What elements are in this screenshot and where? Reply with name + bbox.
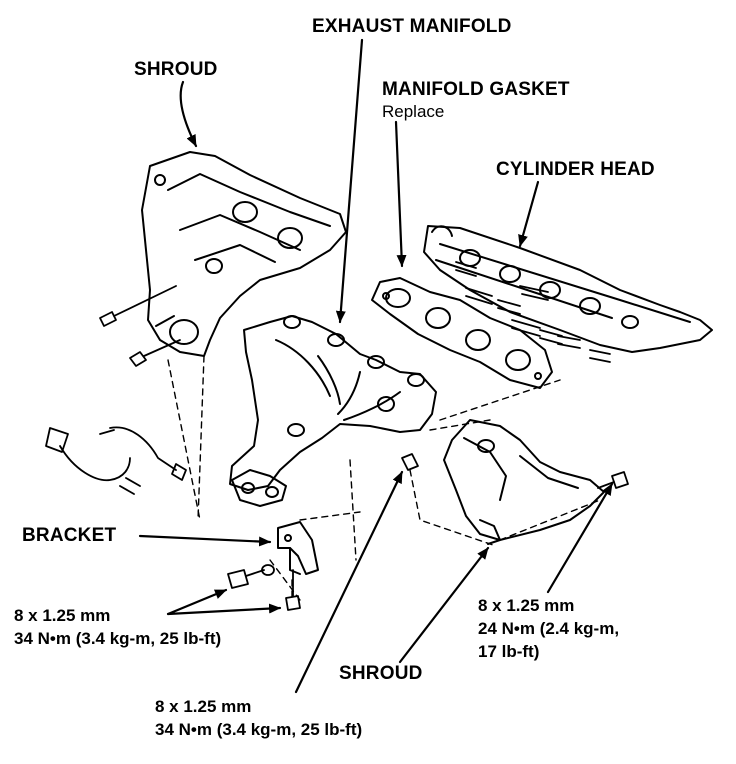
manifold-gasket-illustration	[371, 277, 553, 389]
upper-shroud-illustration	[141, 151, 347, 357]
label-shroud-bottom: SHROUD	[339, 663, 423, 684]
label-manifold-gasket: MANIFOLD GASKET	[382, 79, 570, 100]
spec-bottom-size: 8 x 1.25 mm	[155, 697, 252, 716]
torque-spec-bottom: 8 x 1.25 mm 34 N•m (3.4 kg-m, 25 lb-ft)	[155, 695, 362, 741]
bracket-illustration	[277, 521, 319, 575]
label-cylinder-head: CYLINDER HEAD	[496, 159, 655, 180]
label-manifold-gasket-note: Replace	[382, 102, 445, 121]
spec-right-size: 8 x 1.25 mm	[478, 596, 575, 615]
spec-right-torque-line2: 17 lb-ft)	[478, 642, 540, 661]
arrow-spec-left-1	[166, 588, 228, 616]
spec-bottom-torque: 34 N•m (3.4 kg-m, 25 lb-ft)	[155, 720, 363, 739]
arrow-shroud-bottom	[398, 546, 490, 664]
leader-arrows	[138, 38, 614, 694]
arrow-cylinder-head	[518, 180, 540, 248]
spec-left-torque: 34 N•m (3.4 kg-m, 25 lb-ft)	[14, 629, 222, 648]
studs	[455, 261, 611, 363]
lower-shroud-illustration	[443, 419, 605, 545]
arrow-manifold-gasket	[394, 120, 407, 268]
arrow-spec-right	[546, 482, 614, 594]
arrow-bracket	[138, 534, 272, 547]
arrow-spec-left-2	[166, 603, 282, 616]
spec-left-size: 8 x 1.25 mm	[14, 606, 111, 625]
spec-right-torque-line1: 24 N•m (2.4 kg-m,	[478, 619, 620, 638]
oxygen-sensor-illustration	[45, 426, 187, 495]
assembly-lines	[167, 355, 601, 601]
label-shroud-top: SHROUD	[134, 59, 218, 80]
arrow-exhaust-manifold	[335, 38, 364, 324]
torque-spec-left: 8 x 1.25 mm 34 N•m (3.4 kg-m, 25 lb-ft)	[14, 604, 221, 650]
label-bracket: BRACKET	[22, 525, 117, 546]
exhaust-manifold-illustration	[229, 315, 437, 507]
label-exhaust-manifold: EXHAUST MANIFOLD	[312, 16, 512, 37]
torque-spec-right: 8 x 1.25 mm 24 N•m (2.4 kg-m, 17 lb-ft)	[478, 594, 619, 663]
arrow-spec-bottom	[294, 470, 404, 694]
bolts	[99, 285, 629, 611]
arrow-shroud-top	[179, 80, 198, 148]
